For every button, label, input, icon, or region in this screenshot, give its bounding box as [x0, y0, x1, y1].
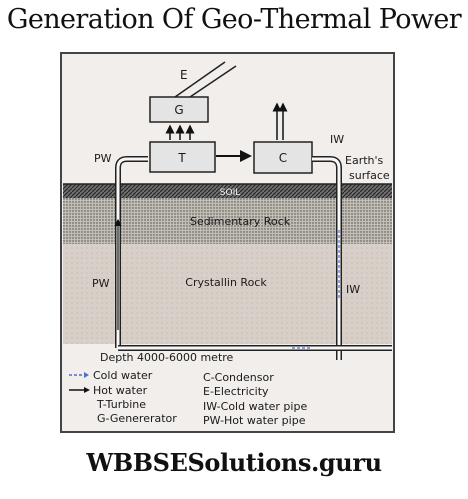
earth-surface-label-2: surface — [349, 169, 390, 182]
iw-top-label: IW — [330, 133, 344, 146]
soil-layer — [63, 184, 392, 198]
legend-pw-pipe: PW-Hot water pipe — [203, 414, 306, 427]
page-title: Generation Of Geo-Thermal Power — [6, 4, 462, 35]
pw-top-label: PW — [94, 152, 112, 165]
legend-condensor: C-Condensor — [203, 371, 274, 384]
legend-electricity: E-Electricity — [203, 385, 269, 398]
turbine-box — [149, 141, 216, 173]
electricity-label: E — [180, 68, 188, 82]
electricity-line-2 — [189, 65, 237, 98]
legend-turbine: T-Turbine — [96, 398, 146, 411]
condenser-box — [253, 141, 313, 174]
earth-surface-label-1: Earth's — [345, 154, 384, 167]
depth-label: Depth 4000-6000 metre — [100, 351, 234, 364]
sedimentary-label: Sedimentary Rock — [190, 215, 291, 228]
site-watermark: WBBSESolutions.guru — [86, 448, 382, 477]
soil-label: SOIL — [220, 188, 240, 198]
pw-mid-label: PW — [92, 277, 110, 290]
crystalline-rock-layer — [63, 244, 392, 344]
legend-cold-water: Cold water — [93, 369, 153, 382]
electricity-line-1 — [174, 61, 226, 98]
generator-label: G — [174, 103, 183, 117]
condenser-label: C — [279, 151, 287, 165]
legend-hot-water: Hot water — [93, 384, 148, 397]
turbine-label: T — [177, 151, 186, 165]
crystalline-label: Crystallin Rock — [185, 276, 267, 289]
legend-generator: G-Genererator — [97, 412, 177, 425]
generator-box — [149, 96, 209, 123]
legend-iw-pipe: IW-Cold water pipe — [203, 400, 307, 413]
iw-mid-label: IW — [346, 283, 360, 296]
